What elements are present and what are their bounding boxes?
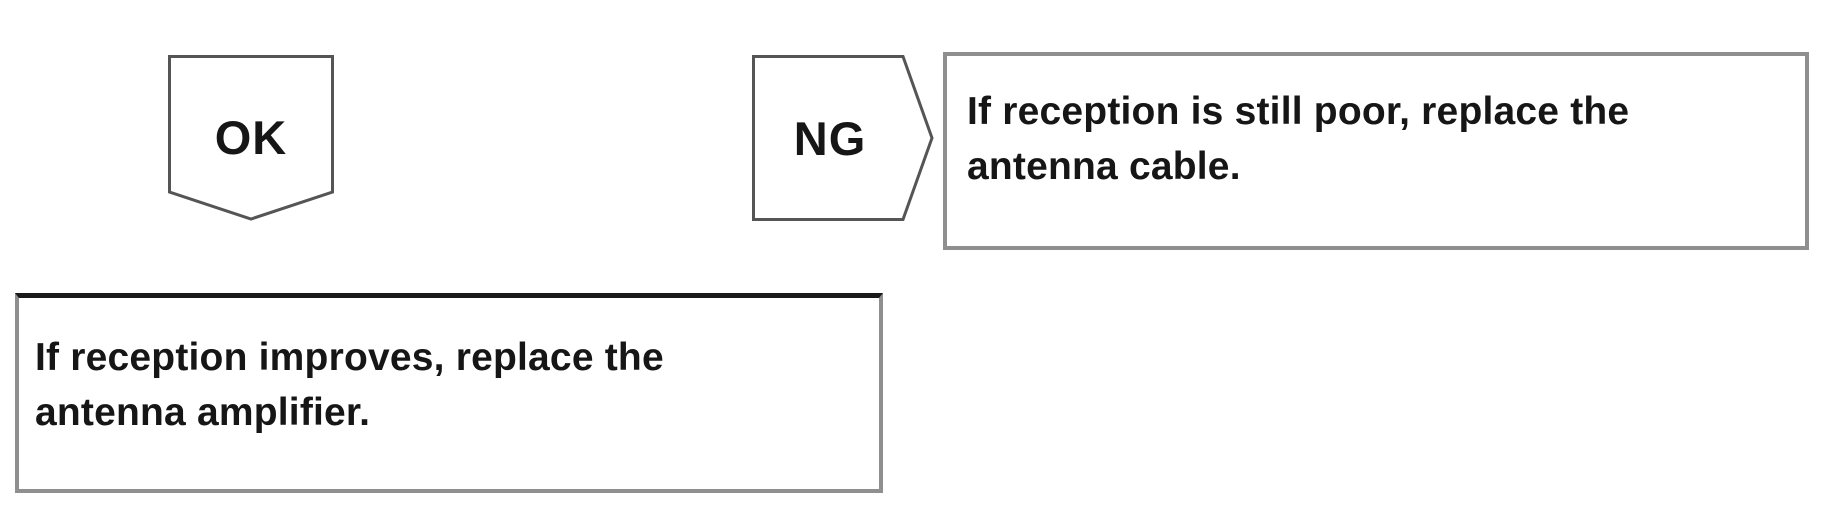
ok-result-text-line-2: antenna amplifier.: [35, 391, 371, 434]
ok-result-text-line-1: If reception improves, replace the: [35, 336, 664, 379]
ok-result-box: If reception improves, replace the anten…: [15, 293, 883, 493]
ok-connector: OK: [168, 55, 334, 221]
ng-result-box: If reception is still poor, replace the …: [943, 52, 1809, 250]
ok-pentagon-outline: [168, 55, 334, 221]
ng-pentagon-outline: [752, 55, 934, 221]
ng-pentagon-shape: [752, 55, 934, 221]
ok-pentagon-shape: [168, 55, 334, 221]
ok-connector-label: OK: [214, 110, 288, 164]
ng-connector: NG: [752, 55, 934, 221]
ng-result-text-line-1: If reception is still poor, replace the: [967, 90, 1630, 133]
ng-connector-label: NG: [793, 111, 867, 165]
ng-result-text-line-2: antenna cable.: [967, 145, 1241, 188]
